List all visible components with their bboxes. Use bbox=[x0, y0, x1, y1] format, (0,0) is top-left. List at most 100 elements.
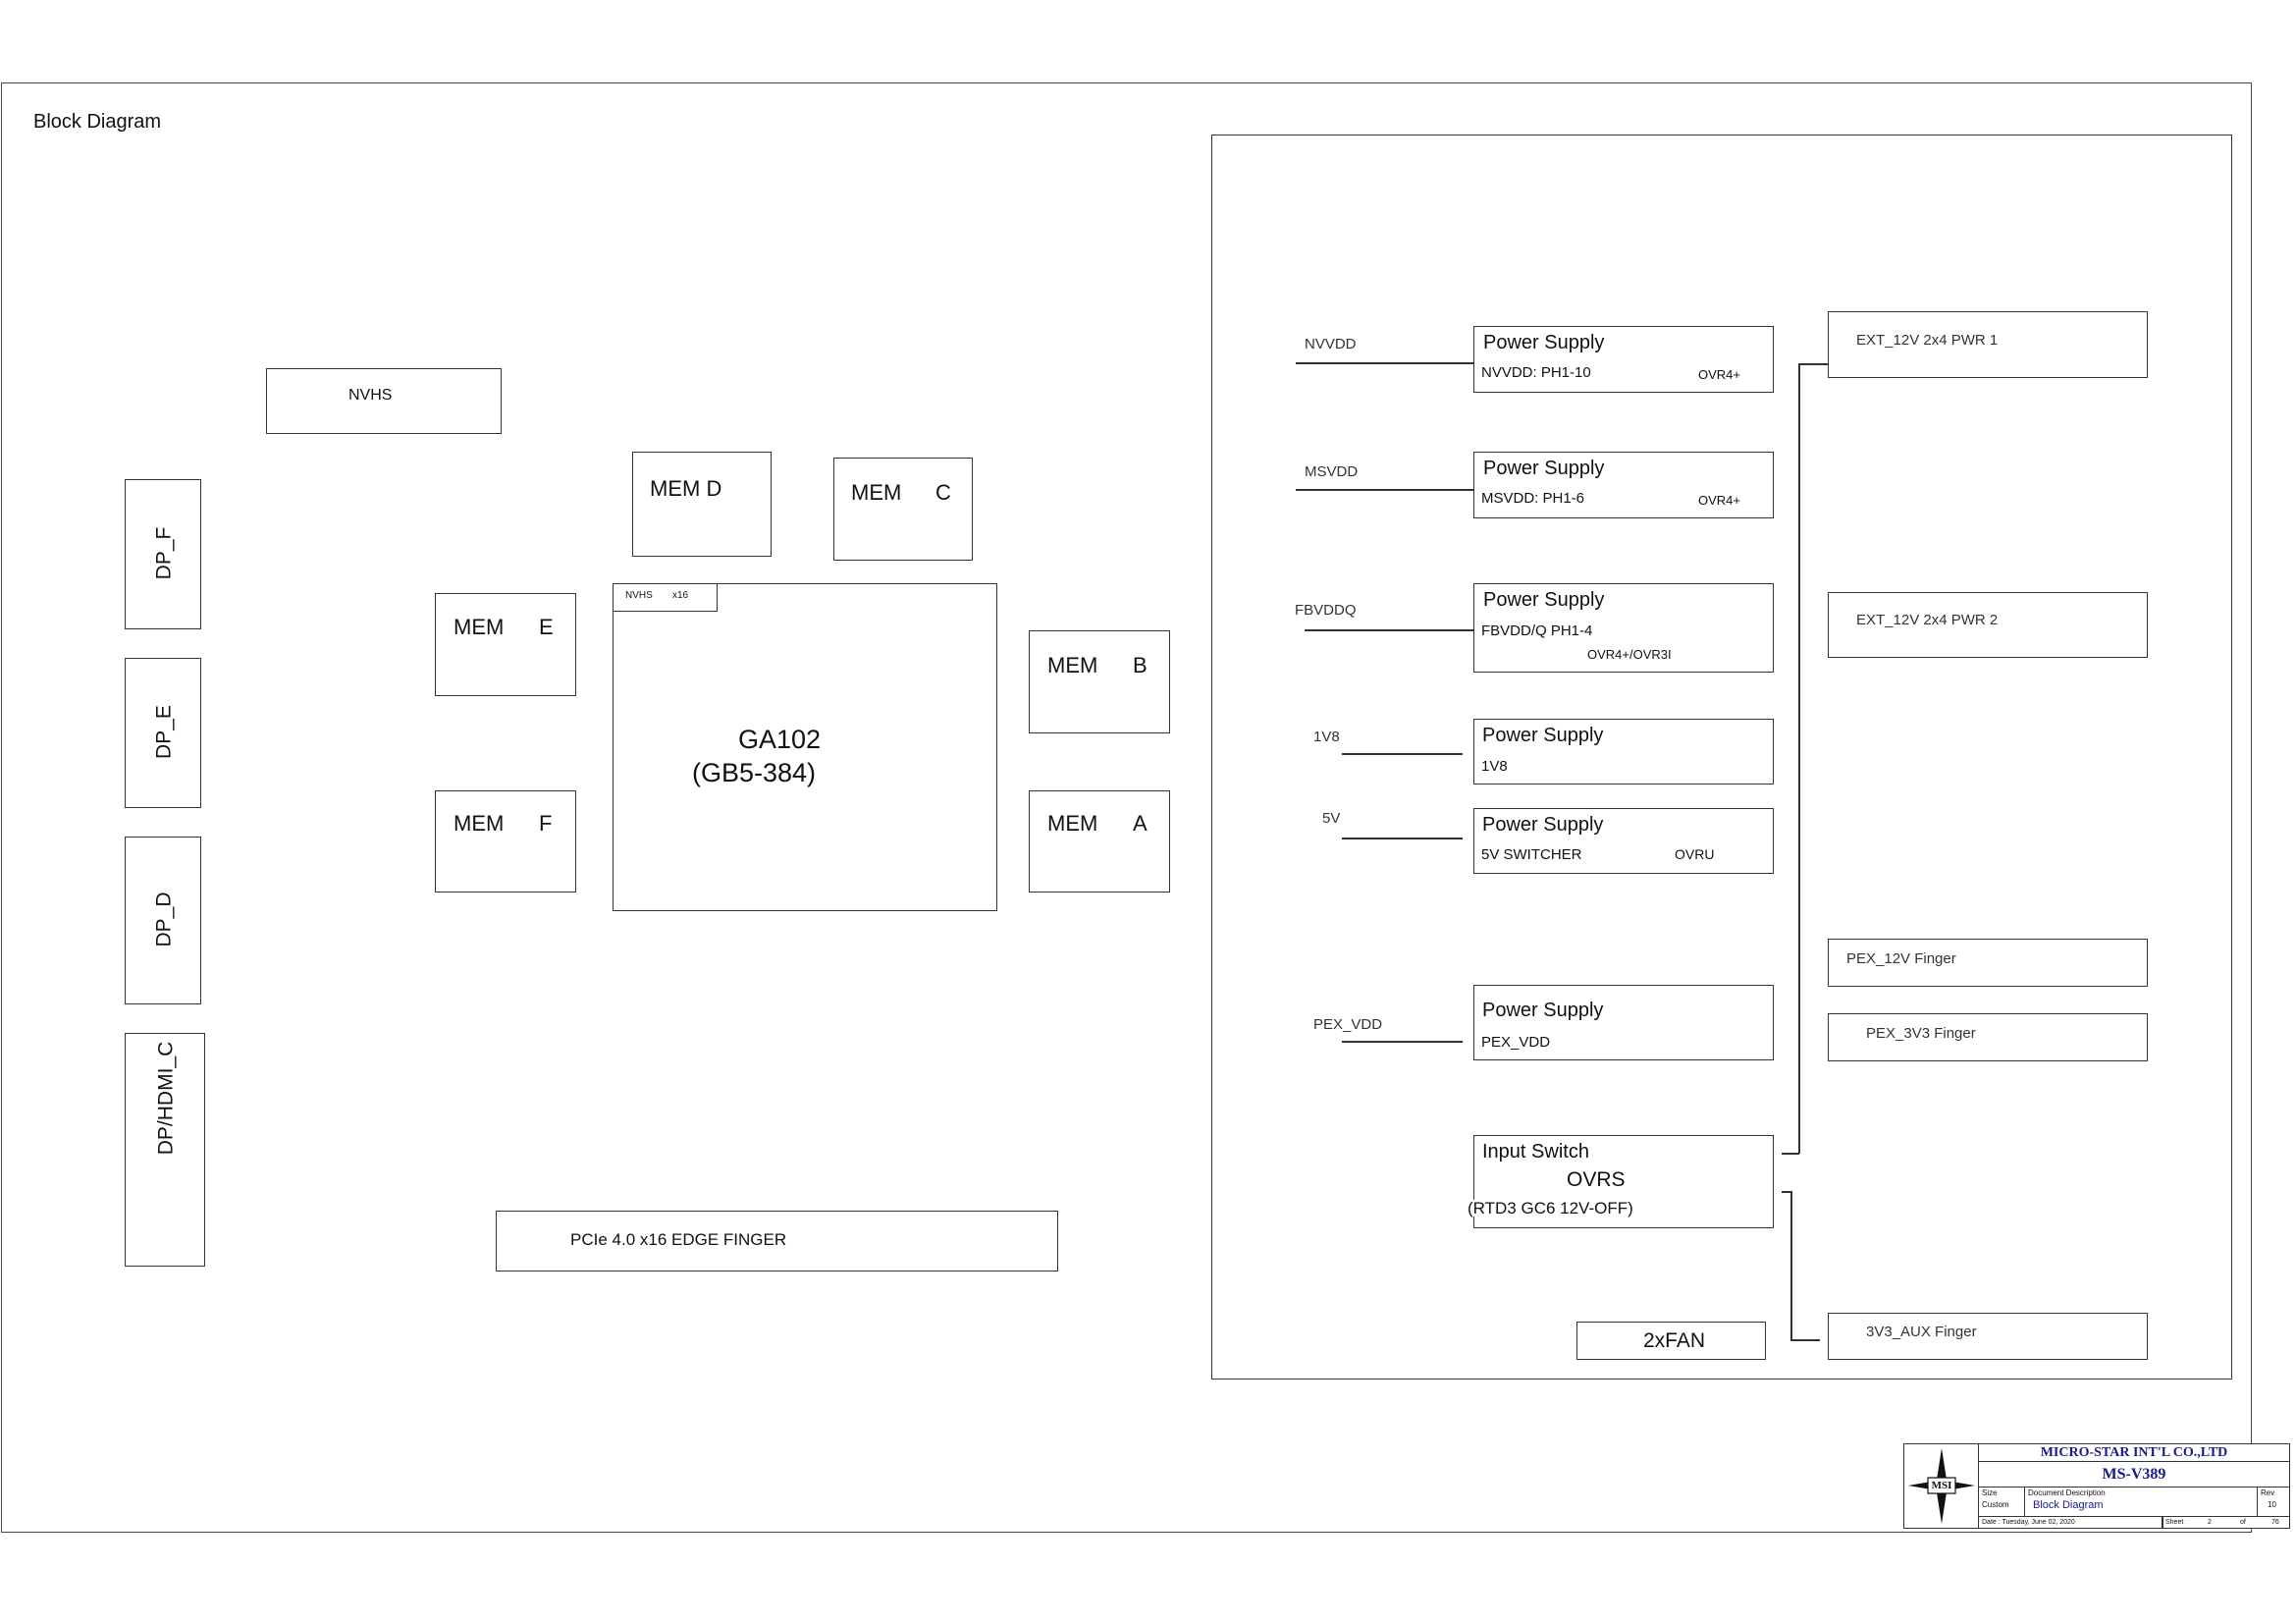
net-label-nvvdd: NVVDD bbox=[1305, 336, 1357, 352]
ps-nvvdd-title: Power Supply bbox=[1483, 332, 1605, 353]
net-line-5v bbox=[1342, 838, 1463, 839]
size-cell: Size Custom bbox=[1979, 1488, 2025, 1517]
net-label-1v8: 1V8 bbox=[1313, 729, 1340, 745]
net-line-pex-vdd bbox=[1342, 1041, 1463, 1043]
ps-5v-title: Power Supply bbox=[1482, 814, 1604, 836]
rev-value: 10 bbox=[2268, 1500, 2276, 1509]
page-frame bbox=[1, 82, 2252, 1533]
power-supply-nvvdd: Power Supply NVVDD: PH1-10 OVR4+ bbox=[1473, 326, 1774, 393]
power-input-pex-12v: PEX_12V Finger bbox=[1828, 939, 2148, 987]
msi-compass-logo-icon bbox=[1908, 1448, 1975, 1524]
ps-nvvdd-ovr: OVR4+ bbox=[1698, 367, 1740, 382]
doc-value: Block Diagram bbox=[2033, 1499, 2104, 1511]
dp-port-f-label: DP_F bbox=[152, 526, 176, 580]
rev-label: Rev bbox=[2261, 1488, 2275, 1497]
title-block: MSI MICRO-STAR INT'L CO.,LTD MS-V389 Siz… bbox=[1903, 1443, 2290, 1529]
ps-pex-vdd-title: Power Supply bbox=[1482, 1000, 1604, 1021]
dp-port-d-label: DP_D bbox=[152, 892, 176, 947]
power-supply-msvdd: Power Supply MSVDD: PH1-6 OVR4+ bbox=[1473, 452, 1774, 518]
power-supply-pex-vdd: Power Supply PEX_VDD bbox=[1473, 985, 1774, 1060]
net-label-fbvddq: FBVDDQ bbox=[1295, 602, 1357, 619]
ps-fbvddq-ovr: OVR4+/OVR3I bbox=[1587, 647, 1672, 662]
size-value: Custom bbox=[1982, 1500, 2009, 1509]
mem-e-suffix: E bbox=[539, 615, 554, 639]
gpu-chip: NVHS x16 GA102 (GB5-384) bbox=[613, 583, 997, 911]
input-switch-note: (RTD3 GC6 12V-OFF) bbox=[1468, 1200, 1637, 1217]
bus-line-upper-bottom bbox=[1782, 1153, 1799, 1155]
net-line-msvdd bbox=[1296, 489, 1474, 491]
nvhs-box: NVHS bbox=[266, 368, 502, 434]
mem-c-label: MEM bbox=[851, 480, 902, 505]
power-input-ext-12v-1: EXT_12V 2x4 PWR 1 bbox=[1828, 311, 2148, 378]
mem-f-label: MEM bbox=[454, 811, 505, 836]
power-section-frame bbox=[1211, 135, 2232, 1380]
mem-c-chip: MEM C bbox=[833, 458, 973, 561]
mem-a-suffix: A bbox=[1133, 811, 1148, 836]
power-input-ext-12v-1-label: EXT_12V 2x4 PWR 1 bbox=[1856, 332, 1999, 349]
net-label-5v: 5V bbox=[1322, 810, 1341, 827]
mem-a-chip: MEM A bbox=[1029, 790, 1170, 893]
mem-b-chip: MEM B bbox=[1029, 630, 1170, 733]
ps-nvvdd-detail: NVVDD: PH1-10 bbox=[1481, 364, 1591, 381]
company-name: MICRO-STAR INT'L CO.,LTD bbox=[2040, 1445, 2228, 1460]
ps-5v-ovr: OVRU bbox=[1675, 846, 1715, 862]
bus-line-lower-bottom bbox=[1790, 1339, 1820, 1341]
mem-e-chip: MEM E bbox=[435, 593, 576, 696]
net-line-nvvdd bbox=[1296, 362, 1474, 364]
bus-line-upper-top bbox=[1798, 363, 1828, 365]
msi-logo-text: MSI bbox=[1931, 1480, 1952, 1491]
gpu-tab-x16: x16 bbox=[672, 590, 689, 601]
sheet-value: 2 bbox=[2208, 1519, 2212, 1526]
ps-pex-vdd-detail: PEX_VDD bbox=[1481, 1034, 1551, 1051]
mem-b-label: MEM bbox=[1047, 653, 1098, 677]
gpu-nvhs-tab: NVHS x16 bbox=[614, 584, 718, 612]
dp-hdmi-port-c: DP/HDMI_C bbox=[125, 1033, 205, 1267]
fan-box: 2xFAN bbox=[1576, 1322, 1766, 1360]
page-title: Block Diagram bbox=[33, 111, 162, 133]
pcie-edge-finger: PCIe 4.0 x16 EDGE FINGER bbox=[496, 1211, 1058, 1271]
bus-line-lower-top bbox=[1782, 1191, 1791, 1193]
mem-c-suffix: C bbox=[935, 480, 951, 505]
title-block-model-row: MS-V389 bbox=[1979, 1462, 2289, 1488]
dp-port-d: DP_D bbox=[125, 837, 201, 1004]
power-supply-fbvddq: Power Supply FBVDD/Q PH1-4 OVR4+/OVR3I bbox=[1473, 583, 1774, 673]
power-input-pex-3v3-label: PEX_3V3 Finger bbox=[1866, 1025, 1976, 1042]
gpu-name: GA102 bbox=[738, 725, 822, 754]
ps-1v8-title: Power Supply bbox=[1482, 725, 1604, 746]
mem-e-label: MEM bbox=[454, 615, 505, 639]
size-label: Size bbox=[1982, 1488, 1998, 1497]
power-input-3v3-aux: 3V3_AUX Finger bbox=[1828, 1313, 2148, 1360]
power-input-ext-12v-2-label: EXT_12V 2x4 PWR 2 bbox=[1856, 612, 1999, 628]
ps-msvdd-title: Power Supply bbox=[1483, 458, 1605, 479]
title-block-date-row: Date : Tuesday, June 02, 2020 Sheet 2 of… bbox=[1979, 1517, 2289, 1528]
dp-port-e: DP_E bbox=[125, 658, 201, 808]
input-switch-name: OVRS bbox=[1567, 1168, 1626, 1191]
ps-1v8-detail: 1V8 bbox=[1481, 758, 1508, 775]
net-label-pex-vdd: PEX_VDD bbox=[1313, 1016, 1383, 1033]
ps-5v-detail: 5V SWITCHER bbox=[1481, 846, 1582, 863]
net-line-1v8 bbox=[1342, 753, 1463, 755]
gpu-subname: (GB5-384) bbox=[692, 758, 817, 787]
bus-line-upper bbox=[1798, 363, 1800, 1154]
ps-msvdd-detail: MSVDD: PH1-6 bbox=[1481, 490, 1585, 507]
doc-label: Document Description bbox=[2028, 1488, 2106, 1497]
title-block-doc-row: Size Custom Document Description Block D… bbox=[1979, 1488, 2289, 1517]
rev-cell: Rev 10 bbox=[2258, 1488, 2289, 1517]
power-supply-5v: Power Supply 5V SWITCHER OVRU bbox=[1473, 808, 1774, 874]
mem-f-chip: MEM F bbox=[435, 790, 576, 893]
mem-d-chip: MEM D bbox=[632, 452, 772, 557]
pcie-label: PCIe 4.0 x16 EDGE FINGER bbox=[570, 1230, 787, 1249]
ps-fbvddq-title: Power Supply bbox=[1483, 589, 1605, 611]
bus-line-lower bbox=[1790, 1191, 1792, 1340]
msi-logo: MSI bbox=[1904, 1444, 1979, 1528]
nvhs-label: NVHS bbox=[348, 387, 393, 404]
sheet-label: Sheet bbox=[2165, 1519, 2184, 1526]
dp-hdmi-port-c-label: DP/HDMI_C bbox=[154, 1041, 178, 1156]
doc-cell: Document Description Block Diagram bbox=[2025, 1488, 2258, 1517]
title-block-company-row: MICRO-STAR INT'L CO.,LTD bbox=[1979, 1444, 2289, 1462]
power-supply-1v8: Power Supply 1V8 bbox=[1473, 719, 1774, 784]
sheet-divider bbox=[2162, 1517, 2163, 1528]
gpu-tab-nvhs: NVHS bbox=[625, 590, 653, 601]
mem-d-label: MEM D bbox=[650, 476, 722, 501]
ps-fbvddq-detail: FBVDD/Q PH1-4 bbox=[1481, 622, 1593, 639]
